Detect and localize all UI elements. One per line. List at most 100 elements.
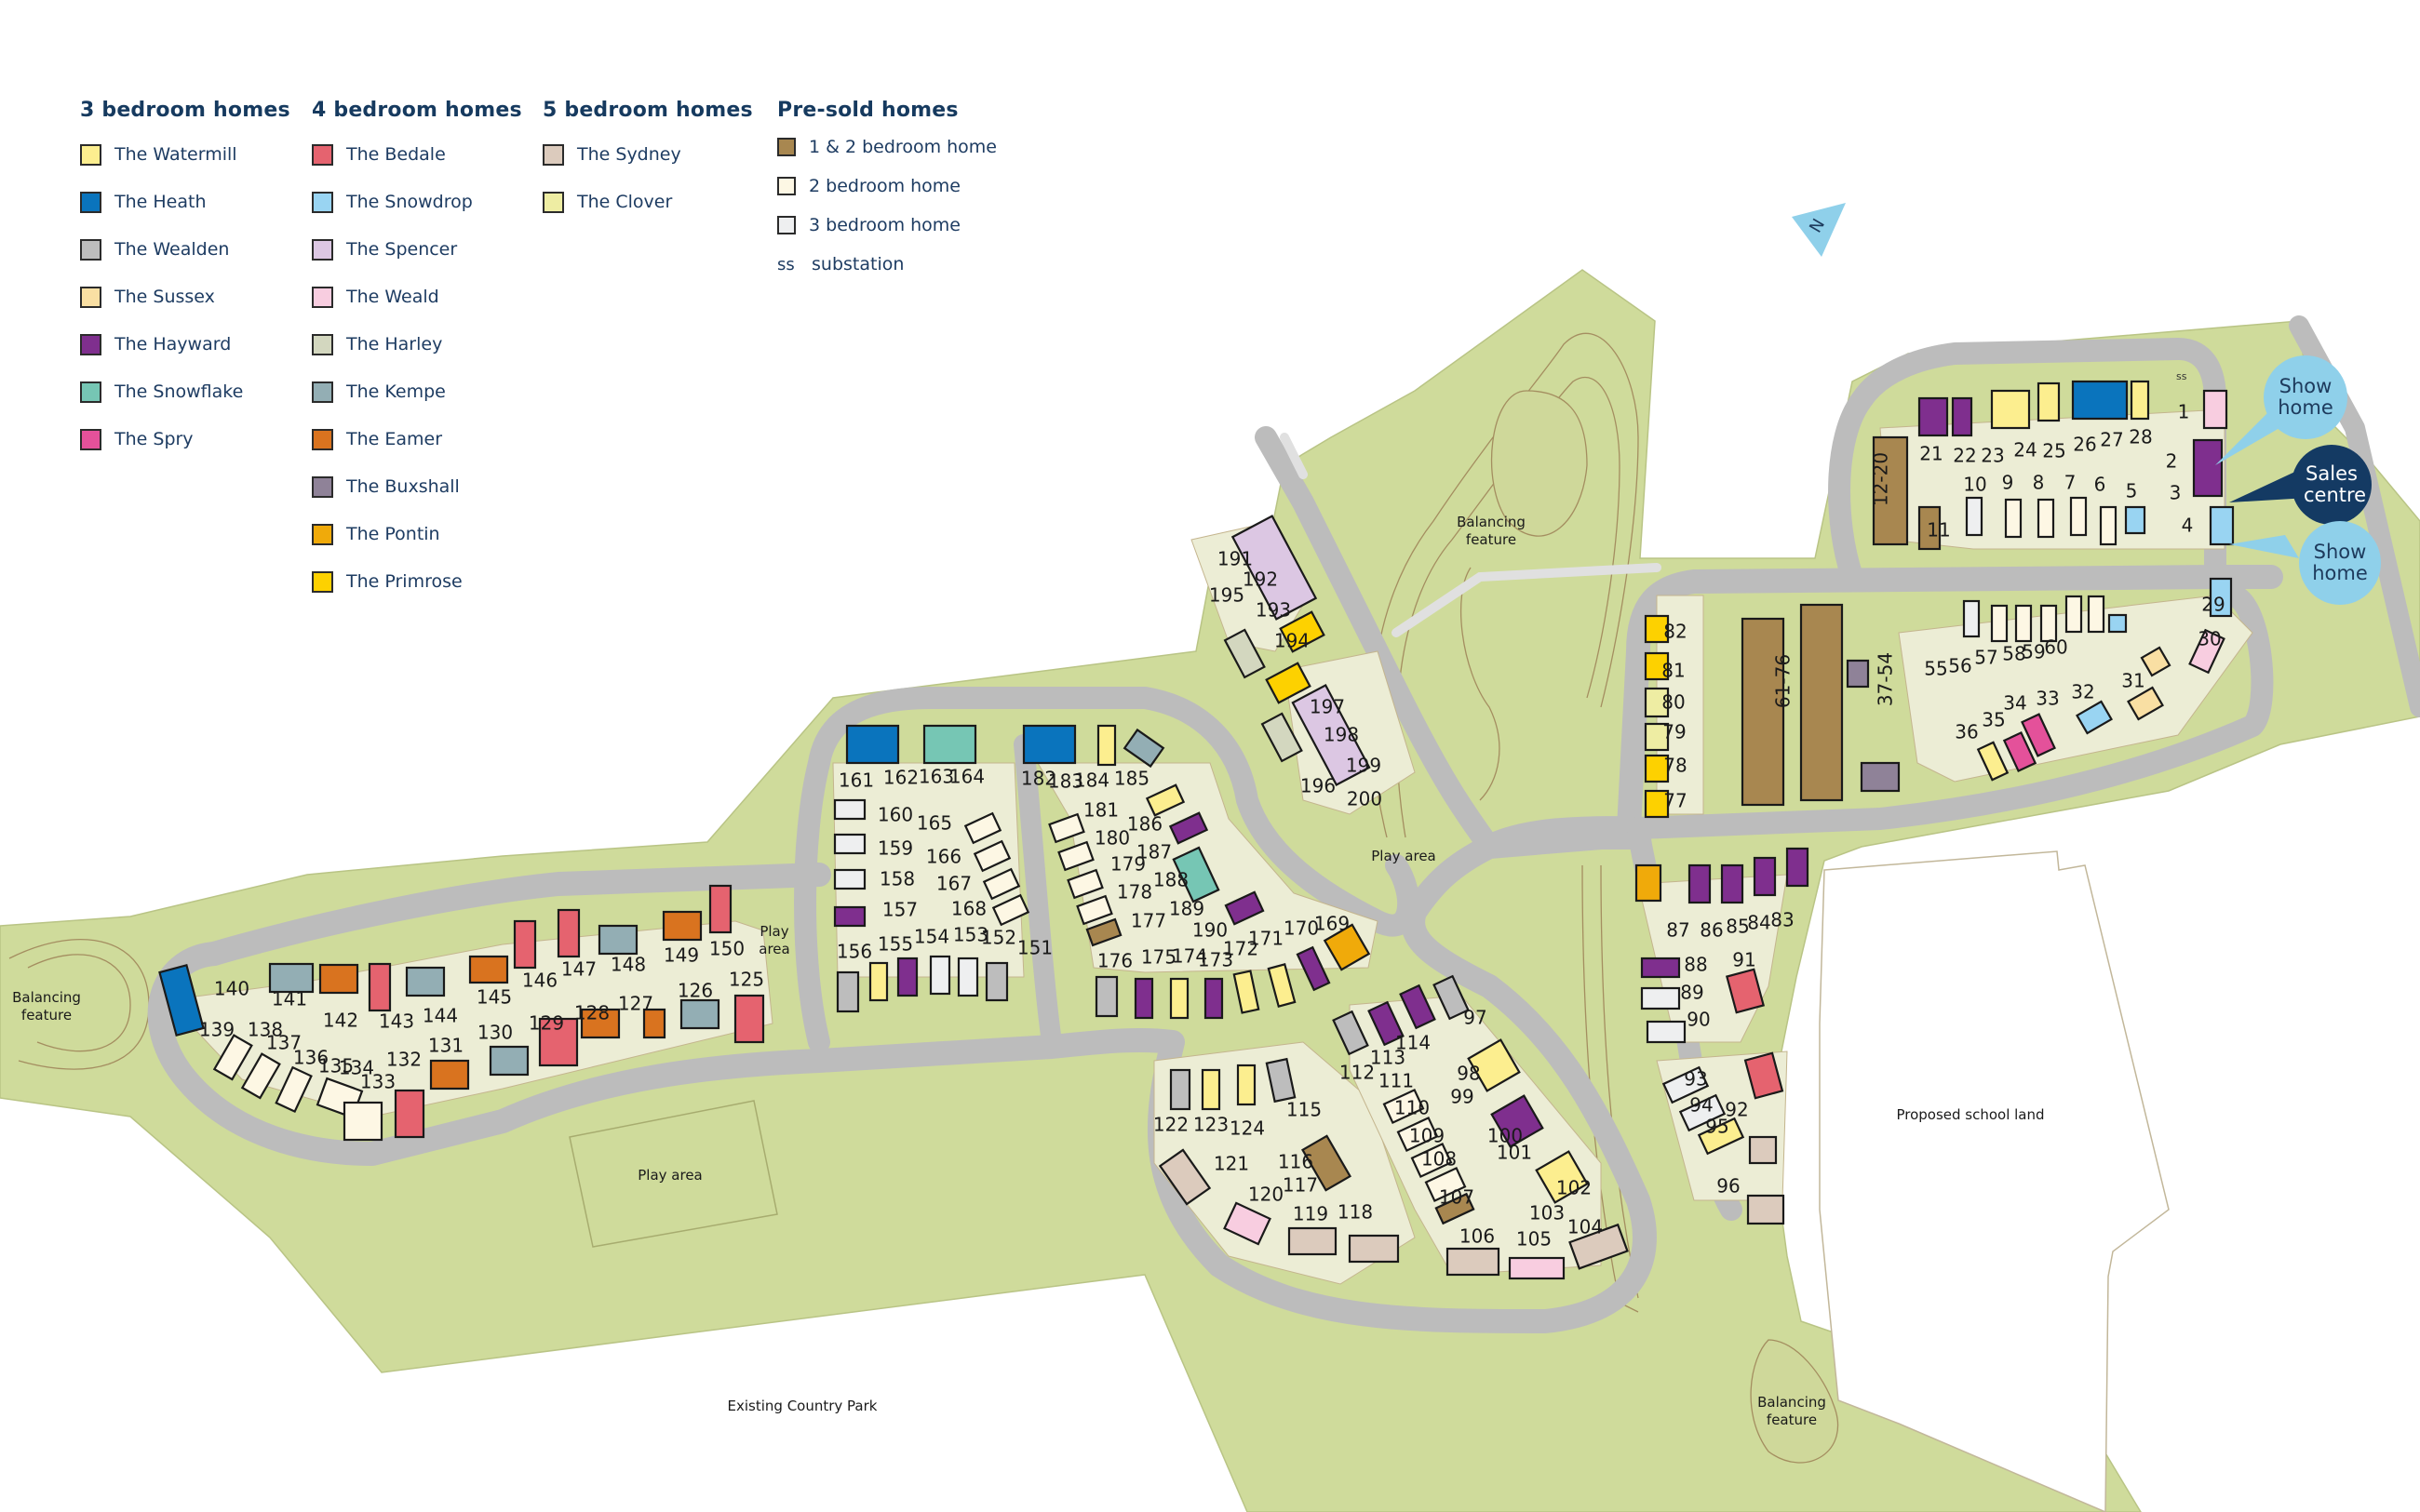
plot-184[interactable]: 184 [1074,769,1109,792]
legend-item-the-bedale[interactable]: The Bedale [312,142,522,167]
plot-171[interactable]: 171 [1248,928,1284,950]
plot-141[interactable]: 141 [272,988,307,1010]
plot-3[interactable]: 3 [2170,482,2182,504]
plot-91[interactable]: 91 [1732,949,1755,971]
plot-94[interactable]: 94 [1689,1094,1713,1117]
plot-182[interactable]: 182 [1021,768,1056,790]
plot-186[interactable]: 186 [1127,813,1163,836]
plot-155[interactable]: 155 [878,933,913,956]
plot-12-20[interactable]: 12-20 [1870,452,1892,506]
plot-1[interactable]: 1 [2178,401,2190,423]
sales-centre-callout[interactable]: Sales centre [2292,445,2372,525]
plot-123[interactable]: 123 [1193,1114,1229,1136]
plot-27[interactable]: 27 [2100,429,2123,451]
plot-144[interactable]: 144 [423,1005,458,1027]
plot-28[interactable]: 28 [2129,426,2152,448]
plot-32[interactable]: 32 [2071,681,2094,703]
plot-188[interactable]: 188 [1153,869,1189,891]
plot-60[interactable]: 60 [2044,636,2067,659]
plot-163[interactable]: 163 [919,766,954,788]
plot-162[interactable]: 162 [883,767,919,789]
plot-149[interactable]: 149 [664,944,699,967]
plot-58[interactable]: 58 [2002,643,2025,665]
plot-152[interactable]: 152 [981,927,1016,949]
plot-2[interactable]: 2 [2166,450,2178,473]
plot-124[interactable]: 124 [1230,1117,1265,1140]
plot-140[interactable]: 140 [214,978,249,1000]
plot-175[interactable]: 175 [1141,946,1176,969]
plot-7[interactable]: 7 [2064,472,2077,494]
plot-181[interactable]: 181 [1083,799,1119,822]
plot-131[interactable]: 131 [428,1035,464,1057]
legend-item-the-hayward[interactable]: The Hayward [80,332,290,356]
plot-87[interactable]: 87 [1666,919,1689,942]
plot-194[interactable]: 194 [1274,630,1310,652]
plot-159[interactable]: 159 [878,837,913,860]
plot-154[interactable]: 154 [914,926,949,948]
plot-125[interactable]: 125 [729,969,764,991]
plot-84[interactable]: 84 [1747,912,1770,934]
plot-104[interactable]: 104 [1567,1216,1603,1238]
plot-30[interactable]: 30 [2198,628,2221,650]
legend-item-1-2-bedroom-home[interactable]: 1 & 2 bedroom home [777,137,997,157]
plot-57[interactable]: 57 [1974,647,1997,669]
plot-145[interactable]: 145 [477,986,512,1009]
plot-119[interactable]: 119 [1293,1203,1328,1225]
plot-80[interactable]: 80 [1661,691,1685,714]
plot-4[interactable]: 4 [2182,515,2194,537]
legend-item-the-sydney[interactable]: The Sydney [543,142,753,167]
plot-34[interactable]: 34 [2003,692,2026,715]
plot-127[interactable]: 127 [618,993,653,1015]
legend-item-the-snowdrop[interactable]: The Snowdrop [312,190,522,214]
plot-26[interactable]: 26 [2073,434,2096,456]
plot-89[interactable]: 89 [1680,982,1703,1004]
legend-item-3-bedroom-home[interactable]: 3 bedroom home [777,215,997,235]
plot-161[interactable]: 161 [839,769,874,792]
plot-174[interactable]: 174 [1172,945,1207,968]
plot-166[interactable]: 166 [926,846,961,868]
plot-151[interactable]: 151 [1017,937,1053,959]
plot-189[interactable]: 189 [1169,898,1204,920]
plot-114[interactable]: 114 [1395,1032,1431,1054]
plot-24[interactable]: 24 [2013,439,2037,462]
plot-103[interactable]: 103 [1529,1202,1565,1224]
plot-95[interactable]: 95 [1705,1116,1728,1138]
plot-143[interactable]: 143 [379,1010,414,1033]
plot-112[interactable]: 112 [1339,1062,1375,1084]
plot-167[interactable]: 167 [936,873,972,895]
plot-102[interactable]: 102 [1556,1177,1592,1199]
plot-21[interactable]: 21 [1919,443,1943,465]
plot-128[interactable]: 128 [574,1002,610,1024]
plot-10[interactable]: 10 [1963,474,1986,496]
plot-107[interactable]: 107 [1439,1186,1474,1209]
plot-78[interactable]: 78 [1663,755,1687,777]
plot-85[interactable]: 85 [1726,916,1749,938]
plot-177[interactable]: 177 [1131,910,1166,932]
legend-item-the-pontin[interactable]: The Pontin [312,522,522,546]
legend-item-2-bedroom-home[interactable]: 2 bedroom home [777,176,997,196]
plot-9[interactable]: 9 [2002,472,2014,494]
plot-11[interactable]: 11 [1927,519,1950,542]
plot-180[interactable]: 180 [1095,827,1130,850]
plot-185[interactable]: 185 [1114,768,1150,790]
plot-61-76[interactable]: 61-76 [1772,654,1795,708]
plot-88[interactable]: 88 [1684,954,1707,976]
plot-118[interactable]: 118 [1338,1201,1373,1224]
plot-132[interactable]: 132 [386,1049,422,1071]
plot-134[interactable]: 134 [339,1057,374,1079]
plot-136[interactable]: 136 [293,1047,329,1069]
plot-147[interactable]: 147 [561,958,597,981]
legend-item-the-sussex[interactable]: The Sussex [80,285,290,309]
plot-172[interactable]: 172 [1223,938,1258,960]
plot-195[interactable]: 195 [1209,584,1244,607]
plot-55[interactable]: 55 [1924,658,1947,680]
plot-133[interactable]: 133 [360,1071,396,1093]
plot-116[interactable]: 116 [1278,1151,1313,1173]
plot-77[interactable]: 77 [1663,790,1687,812]
plot-100[interactable]: 100 [1487,1125,1523,1147]
legend-item-the-spencer[interactable]: The Spencer [312,237,522,261]
plot-190[interactable]: 190 [1192,919,1228,942]
plot-160[interactable]: 160 [878,804,913,826]
plot-110[interactable]: 110 [1394,1097,1430,1119]
